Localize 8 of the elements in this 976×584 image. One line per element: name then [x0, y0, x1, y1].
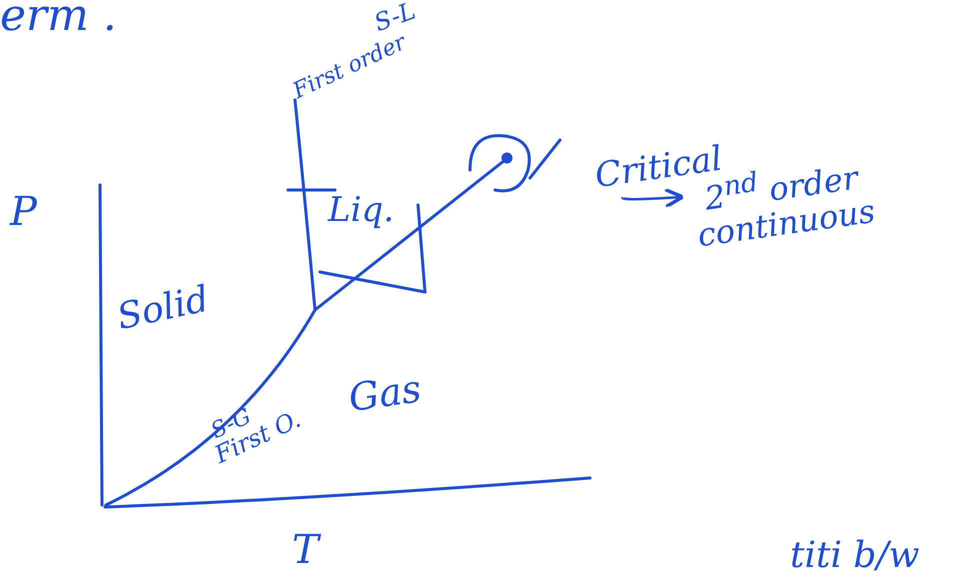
axis-label: T	[292, 528, 319, 572]
region-label: Solid	[114, 280, 212, 338]
region-label: Liq.	[328, 192, 394, 230]
region-label: Gas	[346, 368, 424, 420]
note-text: erm .	[0, 0, 117, 40]
axis-label: P	[10, 190, 37, 234]
note-text: titi b/w	[790, 536, 920, 576]
arrow	[622, 188, 685, 209]
